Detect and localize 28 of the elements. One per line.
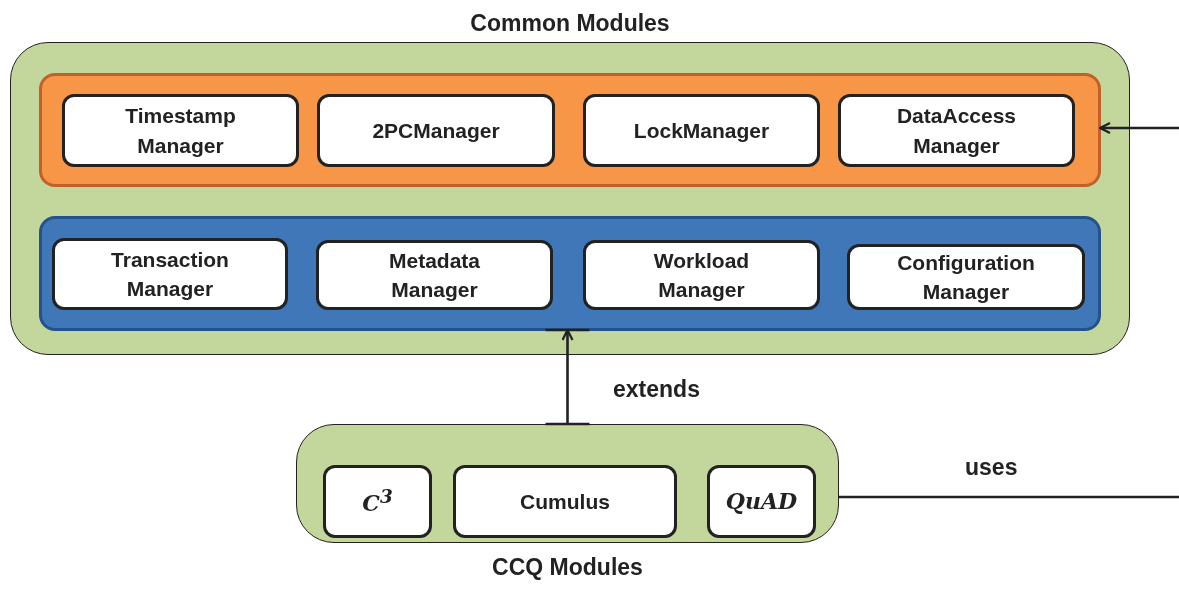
module-label: Transaction Manager: [110, 246, 230, 302]
module-label: QuAD: [725, 487, 798, 517]
connector-arrow: [545, 328, 590, 426]
module-box: [316, 240, 553, 310]
module-box: [62, 94, 299, 167]
group-heading: CCQ Modules: [491, 552, 644, 582]
module-label: DataAccess Manager: [895, 103, 1018, 159]
module-label: LockManager: [633, 117, 770, 144]
module-label: Timestamp Manager: [124, 103, 237, 159]
module-layer-band: [39, 216, 1101, 331]
module-box: [583, 94, 820, 167]
module-box: [838, 94, 1075, 167]
module-label: C$^{3}$: [362, 484, 393, 519]
module-box: [707, 465, 816, 538]
module-layer-band: [39, 73, 1101, 187]
module-box: [583, 240, 820, 310]
module-label: Workload Manager: [652, 247, 751, 303]
group-heading: Common Modules: [469, 9, 671, 38]
module-label: 2PCManager: [372, 117, 500, 144]
module-box: [52, 238, 288, 310]
module-box: [317, 94, 555, 167]
module-box: [453, 465, 677, 538]
module-box: [323, 465, 432, 538]
connector-arrow: [1098, 121, 1179, 135]
module-box: [847, 244, 1085, 310]
module-label: Cumulus: [520, 488, 610, 515]
module-label: Metadata Manager: [388, 247, 481, 303]
module-label: Configuration Manager: [896, 249, 1036, 305]
